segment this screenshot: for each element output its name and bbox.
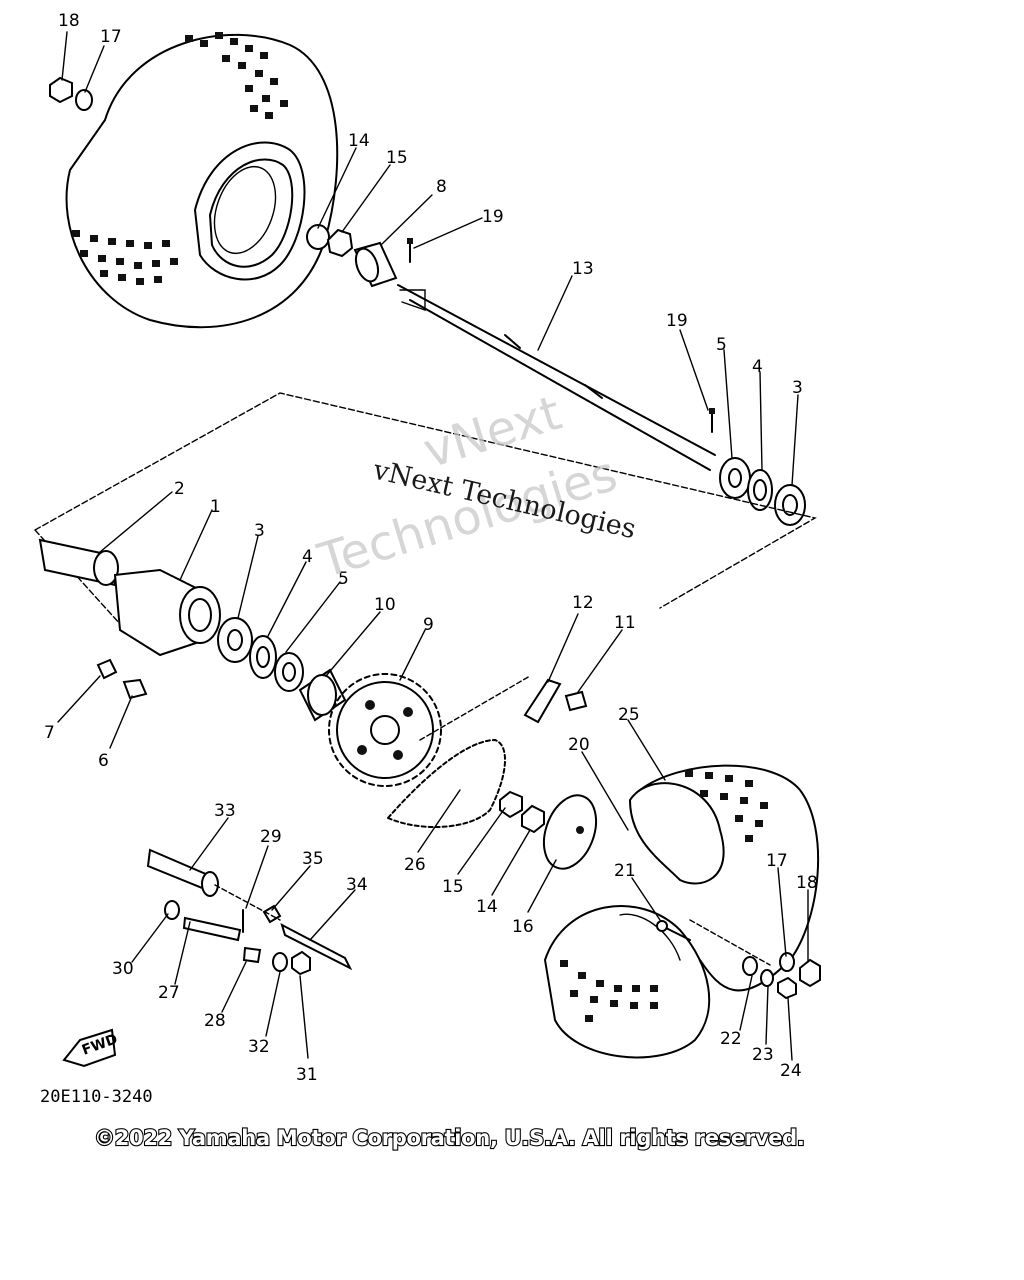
- seal-3-right: [774, 484, 806, 526]
- callout-28: 28: [204, 1011, 226, 1031]
- long-bolt-34: [280, 923, 353, 971]
- nut-24: [777, 976, 797, 1000]
- callout-19-right: 19: [666, 311, 688, 331]
- callout-19-top: 19: [482, 207, 504, 227]
- watermark: vNext Technologies vNext Technologies: [311, 385, 639, 590]
- callout-24: 24: [780, 1061, 802, 1081]
- copyright-notice: ©2022 Yamaha Motor Corporation, U.S.A. A…: [94, 1126, 805, 1150]
- cotter-pin-19-right: [709, 408, 715, 433]
- callout-8: 8: [436, 177, 447, 197]
- callout-5-right: 5: [716, 335, 727, 355]
- washer-17-top: [75, 89, 93, 111]
- bolt-11: [564, 690, 588, 712]
- callout-4-right: 4: [752, 357, 763, 377]
- washer-17-bottom: [779, 952, 795, 972]
- callout-2: 2: [174, 479, 185, 499]
- washer-7: [96, 658, 118, 680]
- rear-wheel-top: [65, 32, 339, 329]
- nut-15-bottom: [499, 790, 523, 819]
- bolt-28: [242, 946, 262, 964]
- callout-23: 23: [752, 1045, 774, 1065]
- sprocket-9: [328, 673, 442, 787]
- washer-30: [164, 900, 180, 920]
- callout-numbers: 18 17 14 15 8 19 13 19 5 4 3 2 1 3 4 5 1…: [44, 11, 818, 1085]
- bolt-21: [656, 920, 691, 941]
- adjusting-bolt-27: [182, 916, 242, 942]
- callout-33: 33: [214, 801, 236, 821]
- callout-13: 13: [572, 259, 594, 279]
- callout-26: 26: [404, 855, 426, 875]
- nut-5-right: [719, 457, 751, 499]
- washer-23: [760, 969, 774, 987]
- washer-4-right: [747, 469, 773, 511]
- washer-14-bottom: [521, 804, 545, 834]
- nut-18-top: [49, 76, 73, 104]
- callout-3: 3: [254, 521, 265, 541]
- callout-14-top: 14: [348, 131, 370, 151]
- nut-31: [291, 950, 311, 976]
- bolt-6: [122, 678, 148, 700]
- washer-32: [272, 952, 288, 972]
- callout-14-bottom: 14: [476, 897, 498, 917]
- callout-34: 34: [346, 875, 368, 895]
- rear-wheel-bottom: [543, 764, 820, 1059]
- callout-11: 11: [614, 613, 636, 633]
- callout-17-top: 17: [100, 27, 122, 47]
- callout-27: 27: [158, 983, 180, 1003]
- chain-guide-12: [523, 678, 562, 724]
- fwd-arrow-icon: FWD: [62, 1028, 120, 1068]
- leader-lines: [57, 31, 809, 1061]
- chain-adjuster-33: [146, 848, 219, 897]
- callout-21: 21: [614, 861, 636, 881]
- rear-axle-13: [397, 284, 716, 471]
- callout-35: 35: [302, 849, 324, 869]
- callout-17-bottom: 17: [766, 851, 788, 871]
- callout-22: 22: [720, 1029, 742, 1049]
- callout-15-top: 15: [386, 148, 408, 168]
- bearing-3: [217, 617, 253, 663]
- callout-16: 16: [512, 917, 534, 937]
- callout-25: 25: [618, 705, 640, 725]
- callout-18-top: 18: [58, 11, 80, 31]
- callout-9: 9: [423, 615, 434, 635]
- callout-20: 20: [568, 735, 590, 755]
- callout-31: 31: [296, 1065, 318, 1085]
- callout-7: 7: [44, 723, 55, 743]
- callout-4: 4: [302, 547, 313, 567]
- callout-1: 1: [210, 497, 221, 517]
- callout-12: 12: [572, 593, 594, 613]
- callout-29: 29: [260, 827, 282, 847]
- sprocket-hub-10: [298, 668, 347, 722]
- callout-32: 32: [248, 1037, 270, 1057]
- drive-chain-26: [387, 739, 506, 828]
- washer-22: [742, 956, 758, 976]
- nut-18-bottom: [799, 958, 821, 988]
- callout-30: 30: [112, 959, 134, 979]
- callout-18-bottom: 18: [796, 873, 818, 893]
- collar-8: [353, 241, 398, 288]
- drawing-code: 20E110-3240: [40, 1087, 153, 1107]
- washer-4: [249, 635, 277, 679]
- nut-15-top: [326, 228, 354, 258]
- cotter-pin-19-top: [407, 238, 413, 263]
- washer-14-top: [306, 224, 330, 250]
- callout-6: 6: [98, 751, 109, 771]
- callout-15-bottom: 15: [442, 877, 464, 897]
- wheel-hub-16: [542, 794, 598, 870]
- callout-3-right: 3: [792, 378, 803, 398]
- callout-5: 5: [338, 569, 349, 589]
- hub-housing-1: [113, 568, 221, 657]
- washer-35: [262, 904, 282, 924]
- seal-5: [274, 652, 304, 692]
- callout-10: 10: [374, 595, 396, 615]
